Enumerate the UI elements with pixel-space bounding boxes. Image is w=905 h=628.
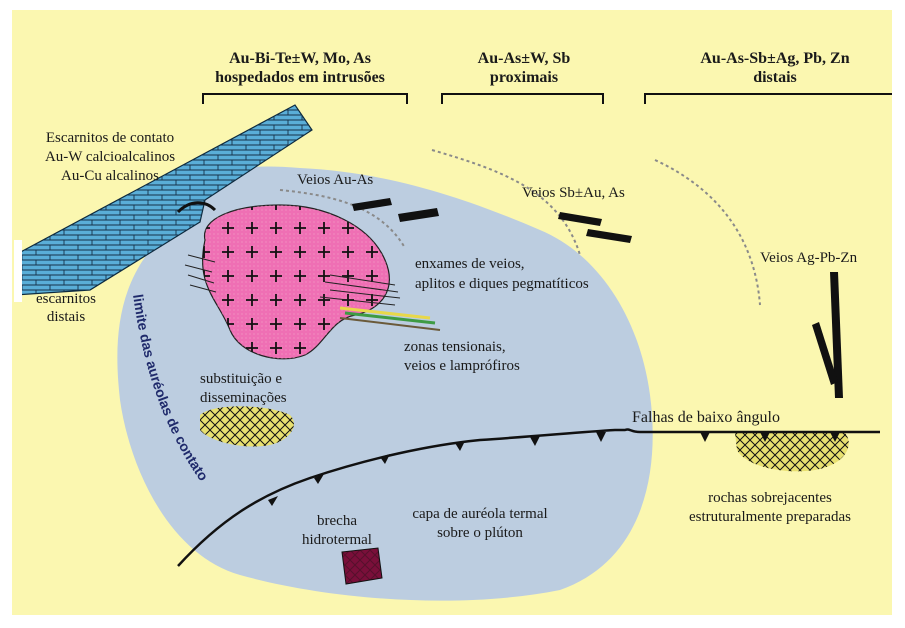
label-subst-line2: disseminações (200, 390, 287, 406)
label-breccia-line2: hidrotermal (302, 532, 372, 548)
label-distal-skarn-line1: escarnitos (36, 291, 96, 307)
label-faults: Falhas de baixo ângulo (632, 409, 780, 426)
label-veins-ag: Veios Ag-Pb-Zn (760, 250, 858, 266)
label-swarms-line1: enxames de veios, (415, 256, 525, 272)
skarn-edge-marker (14, 240, 22, 302)
header-proximal-line1: Au-As±W, Sb (478, 50, 571, 67)
label-distal-skarn-line2: distais (47, 309, 85, 325)
breccia-texture (342, 548, 382, 584)
label-skarn-line3: Au-Cu alcalinos (61, 168, 159, 184)
header-intrusion-line2: hospedados em intrusões (215, 69, 385, 86)
header-distal-line1: Au-As-Sb±Ag, Pb, Zn (700, 50, 849, 67)
label-cap-line1: capa de auréola termal (412, 506, 547, 522)
label-skarn-line2: Au-W calcioalcalinos (45, 149, 175, 165)
label-tension-line2: veios e lamprófiros (404, 358, 520, 374)
label-overlying-line1: rochas sobrejacentes (708, 490, 832, 506)
label-veins-sb: Veios Sb±Au, As (522, 185, 625, 201)
label-subst-line1: substituição e (200, 371, 282, 387)
header-intrusion-line1: Au-Bi-Te±W, Mo, As (229, 50, 371, 67)
label-breccia-line1: brecha (317, 513, 357, 529)
label-veins-au-as: Veios Au-As (297, 172, 373, 188)
label-swarms-line2: aplitos e diques pegmatíticos (415, 276, 589, 292)
label-cap-line2: sobre o plúton (437, 525, 523, 541)
label-overlying-line2: estruturalmente preparadas (689, 509, 851, 525)
header-distal-line2: distais (753, 69, 797, 86)
label-tension-line1: zonas tensionais, (404, 339, 506, 355)
header-proximal-line2: proximais (490, 69, 558, 86)
label-skarn-line1: Escarnitos de contato (46, 130, 174, 146)
